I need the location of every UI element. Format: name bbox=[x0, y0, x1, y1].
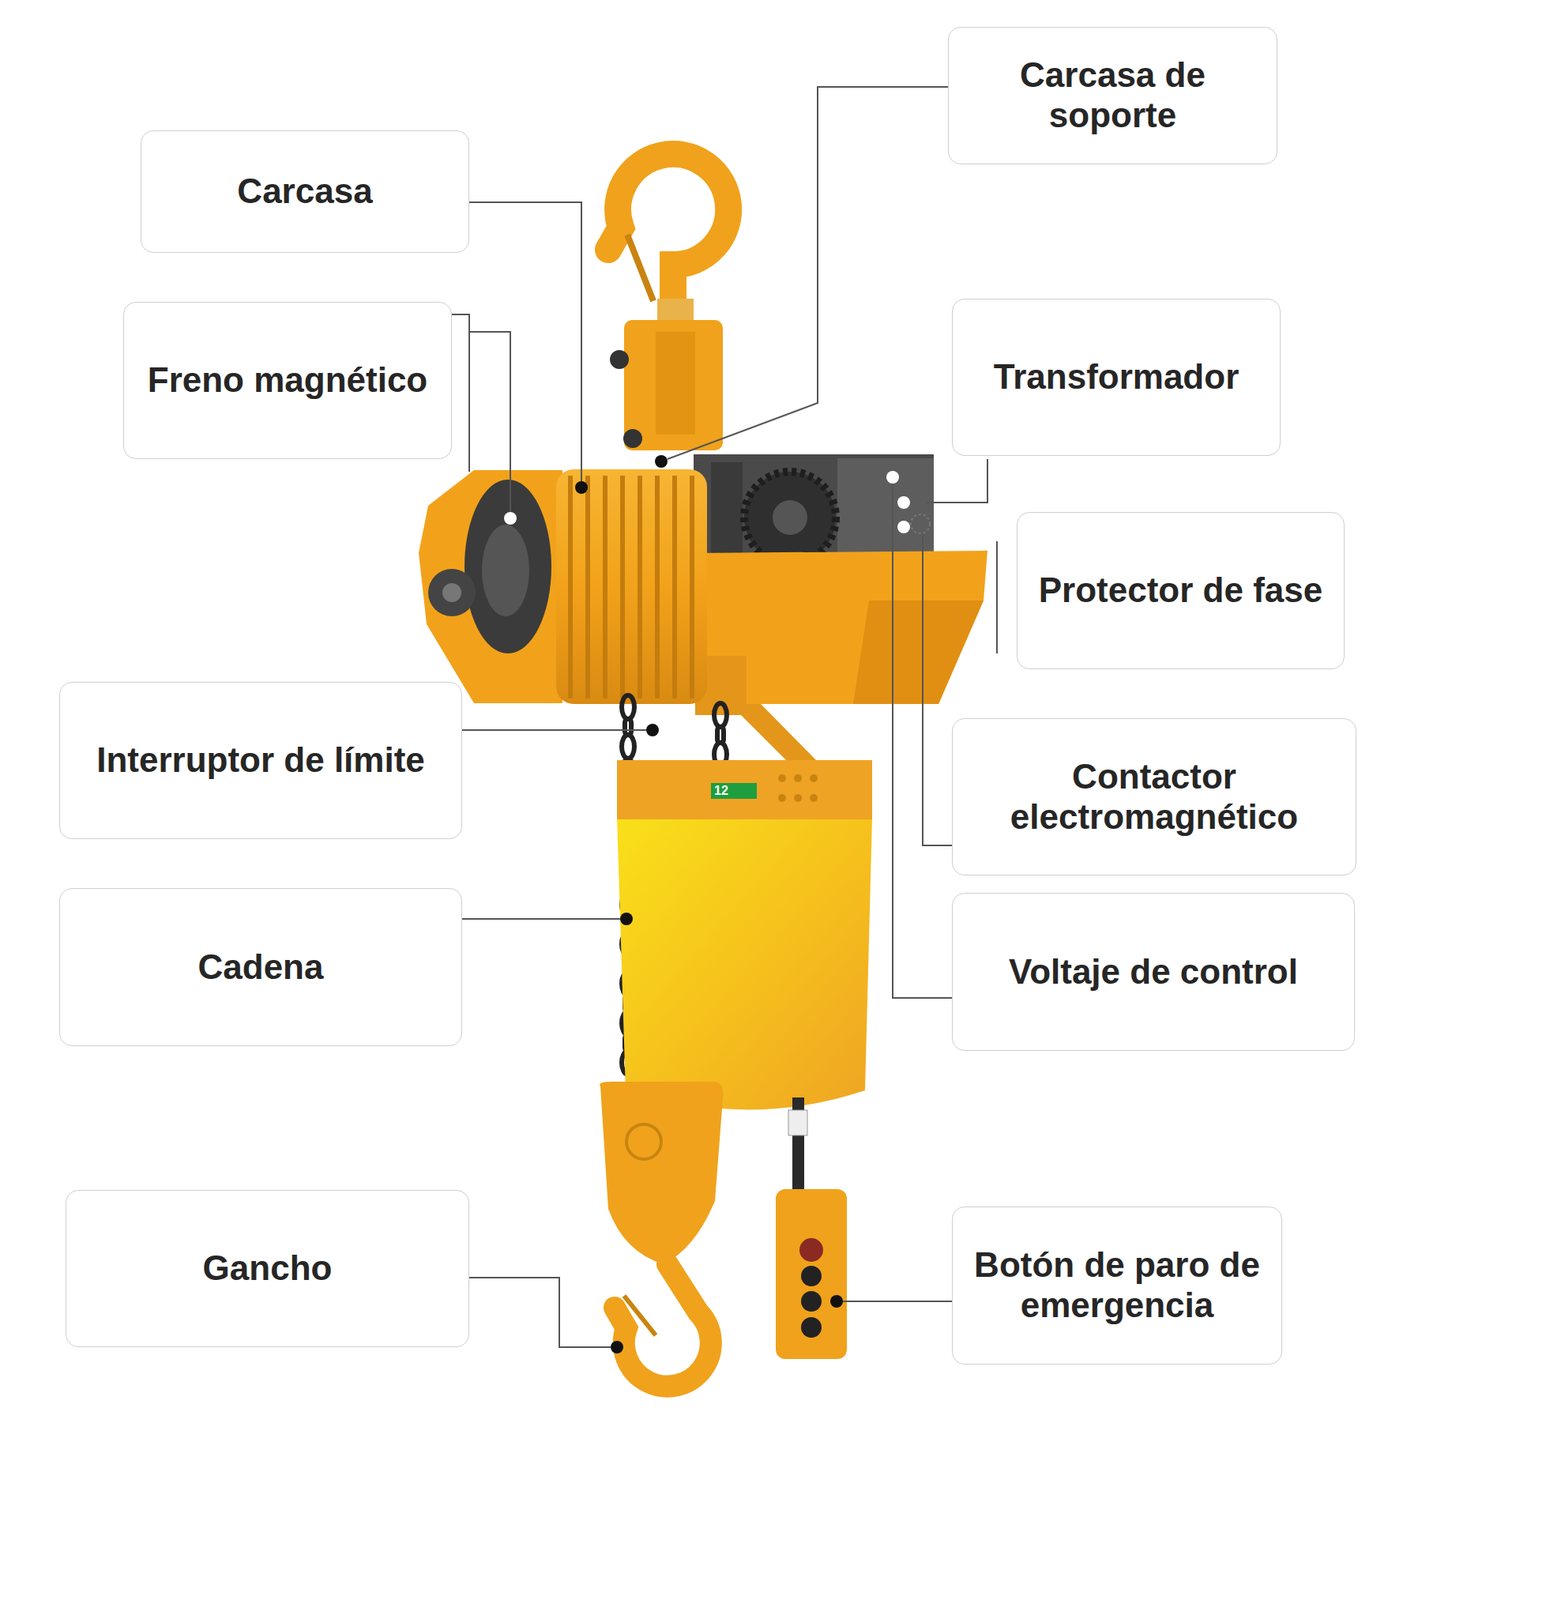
rivets bbox=[778, 774, 818, 802]
gear-hub bbox=[772, 500, 808, 535]
part-name: Cadena bbox=[198, 947, 324, 988]
pendant-button bbox=[801, 1265, 822, 1287]
part-name: Freno magnético bbox=[147, 360, 429, 401]
motor-endcap bbox=[418, 470, 563, 704]
hook-latch bbox=[624, 1295, 656, 1336]
part-name: Gancho bbox=[203, 1248, 333, 1289]
pendant-button bbox=[799, 1237, 824, 1262]
part-name: Protector de fase bbox=[1038, 570, 1323, 611]
cooling-fins bbox=[570, 475, 693, 699]
callout-box: Transformador bbox=[951, 298, 1281, 456]
bag-rim bbox=[616, 759, 873, 820]
marker-circle bbox=[910, 514, 930, 534]
leader-lines bbox=[451, 86, 997, 1347]
gearbox-wall bbox=[710, 462, 743, 565]
part-name: Transformador bbox=[993, 357, 1240, 398]
motor-shaft bbox=[428, 568, 476, 617]
marker-dot bbox=[897, 496, 911, 509]
gear bbox=[744, 471, 836, 564]
callout-box: Interruptor de límite bbox=[59, 681, 463, 839]
bottom-block bbox=[599, 1081, 723, 1264]
part-name: Carcasa bbox=[236, 171, 373, 212]
part-name: Botón de paro de emergencia bbox=[963, 1245, 1271, 1325]
part-name: Contactor electromagnético bbox=[963, 756, 1345, 837]
bottom-hook bbox=[614, 1263, 711, 1387]
callout-box: Carcasa bbox=[140, 130, 470, 253]
callout-box: Botón de paro de emergencia bbox=[951, 1206, 1283, 1365]
chain-bag bbox=[616, 817, 873, 1110]
callout-box: Contactor electromagnético bbox=[951, 718, 1357, 876]
callout-box: Protector de fase bbox=[1016, 511, 1345, 670]
leader-dots bbox=[504, 455, 843, 1354]
callout-box: Cadena bbox=[59, 887, 463, 1046]
brake-hub bbox=[481, 524, 530, 617]
housing-shade bbox=[853, 600, 984, 704]
swivel-plate bbox=[655, 331, 696, 435]
pendant-button bbox=[801, 1316, 822, 1338]
motor-shaft-center bbox=[442, 583, 462, 602]
pulley-mark bbox=[626, 1124, 662, 1159]
part-name: Carcasa de soporte bbox=[959, 55, 1266, 136]
part-name: Interruptor de límite bbox=[96, 740, 426, 781]
bolt bbox=[623, 428, 643, 448]
callout-box: Voltaje de control bbox=[951, 892, 1355, 1051]
marker-dot bbox=[886, 470, 900, 484]
callout-box: Freno magnético bbox=[123, 301, 452, 459]
part-name: Voltaje de control bbox=[1008, 951, 1298, 993]
brake-disc bbox=[464, 479, 552, 654]
top-hook bbox=[608, 154, 729, 324]
pendant-button bbox=[801, 1290, 822, 1312]
hook-latch bbox=[627, 234, 654, 301]
pendant-box bbox=[775, 1188, 847, 1359]
callout-box: Carcasa de soporte bbox=[947, 26, 1278, 165]
swivel-block bbox=[624, 319, 723, 451]
motor-body bbox=[556, 469, 708, 704]
callout-box: Gancho bbox=[65, 1189, 470, 1347]
marker-dot bbox=[897, 520, 911, 534]
tag-number: 12 bbox=[710, 782, 757, 799]
cable-sticker bbox=[788, 1109, 808, 1136]
bag-tag bbox=[710, 782, 757, 799]
bolt bbox=[609, 349, 629, 369]
